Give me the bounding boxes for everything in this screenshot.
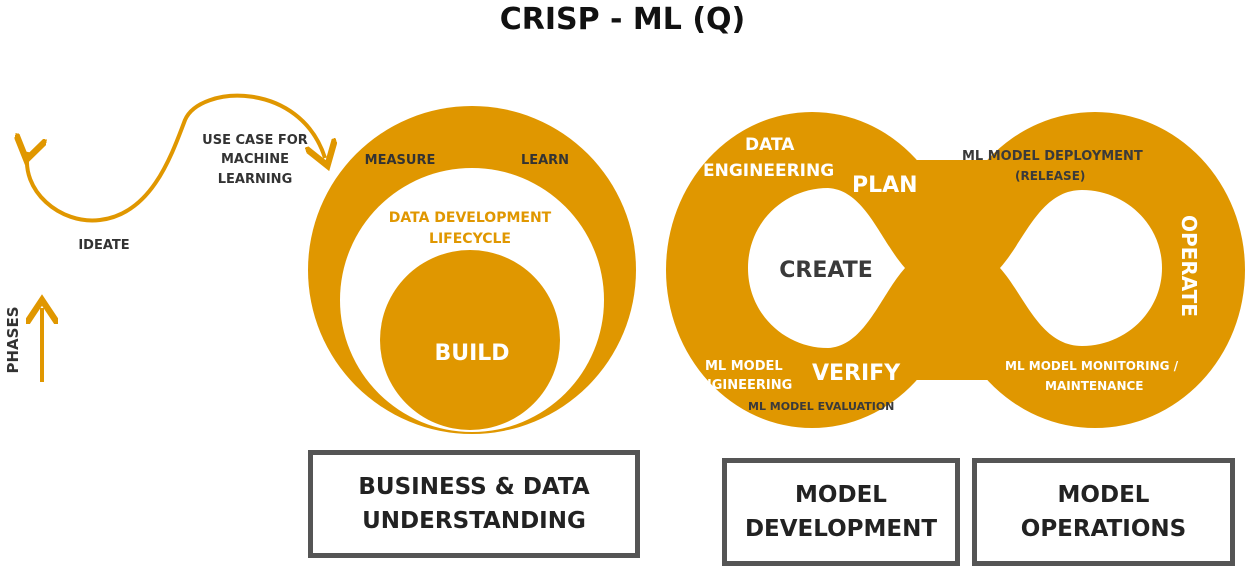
phase-box-line: MODEL xyxy=(1057,482,1150,508)
phase-box-model-development: MODEL DEVELOPMENT xyxy=(722,458,960,566)
phase-box-line: OPERATIONS xyxy=(1020,516,1187,542)
data-engineering-line-1: DATA xyxy=(745,135,795,155)
deployment-line-2: (RELEASE) xyxy=(1015,169,1085,183)
phase-box-business-data: BUSINESS & DATA UNDERSTANDING xyxy=(308,450,640,558)
verify-label: VERIFY xyxy=(812,361,901,386)
phase-box-line: MODEL xyxy=(795,482,887,508)
use-case-line-1: USE CASE FOR xyxy=(202,133,308,148)
infinity-center xyxy=(900,160,1000,380)
data-engineering-line-2: ENGINEERING xyxy=(703,161,834,181)
ml-model-eng-line-1: ML MODEL xyxy=(705,359,783,374)
monitoring-line-2: MAINTENANCE xyxy=(1045,379,1144,393)
ideate-label: IDEATE xyxy=(78,238,129,253)
phase-box-model-operations: MODEL OPERATIONS xyxy=(972,458,1235,566)
phase-box-line: BUSINESS & DATA xyxy=(358,474,590,500)
use-case-line-3: LEARNING xyxy=(218,172,293,187)
left-hole xyxy=(748,188,905,348)
measure-label: MEASURE xyxy=(365,153,436,168)
phase-box-line: UNDERSTANDING xyxy=(362,508,586,534)
lifecycle-line-2: LIFECYCLE xyxy=(429,231,511,247)
right-hole xyxy=(1000,190,1162,346)
lifecycle-line-1: DATA DEVELOPMENT xyxy=(389,210,552,226)
deployment-line-1: ML MODEL DEPLOYMENT xyxy=(962,149,1143,164)
operate-label: OPERATE xyxy=(1177,215,1201,317)
phase-box-line: DEVELOPMENT xyxy=(744,516,938,542)
learn-label: LEARN xyxy=(521,153,569,168)
diagram-title: CRISP - ML (Q) xyxy=(499,2,746,37)
ml-model-eng-line-2: ENGINEERING xyxy=(692,378,792,393)
monitoring-line-1: ML MODEL MONITORING / xyxy=(1005,359,1179,373)
build-label: BUILD xyxy=(434,341,509,366)
build-circle xyxy=(380,250,560,430)
use-case-line-2: MACHINE xyxy=(221,152,289,167)
ideate-curve-arrow xyxy=(27,93,325,223)
evaluation-label: ML MODEL EVALUATION xyxy=(748,400,894,413)
phases-label: PHASES xyxy=(4,306,22,373)
create-label: CREATE xyxy=(779,258,872,283)
plan-label: PLAN xyxy=(852,173,918,198)
